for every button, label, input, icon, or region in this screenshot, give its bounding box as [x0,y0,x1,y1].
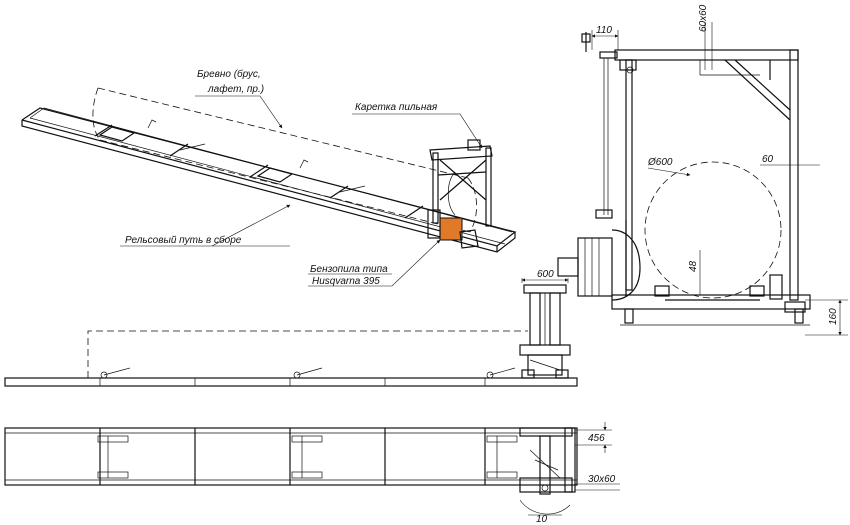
dim-label-dia600: Ø600 [647,157,673,168]
dim-label-110: 110 [596,25,612,36]
label-chainsaw-line1: Бензопила типа [310,264,388,275]
dim-label-60x60: 60x60 [698,4,709,32]
chainsaw-iso [439,217,463,241]
label-log-line1: Бревно (брус, [197,68,261,80]
portal-frame [581,32,799,301]
saw-carriage-iso [427,139,493,249]
dim-30x60 [575,483,620,491]
log-circle [644,161,782,299]
label-chainsaw-line2: Husqvarna 395 [312,276,380,287]
carriage-plan [519,427,576,495]
dim-label-600: 600 [537,269,554,280]
isometric-view: Бревно (брус, лафет, пр.) Каретка пильна… [21,68,517,287]
label-carriage: Каретка пильная [355,102,438,113]
label-rail: Рельсовый путь в сборе [125,234,242,246]
front-rail [611,274,811,326]
iso-leaders [120,95,483,287]
dim-label-456: 456 [588,433,605,444]
side-clamps [100,367,516,379]
dim-10 [519,499,571,516]
log-outline [92,87,477,233]
side-elevation: 600 [4,269,578,387]
dim-160 [805,299,848,336]
plan-view: 456 30x60 10 [4,422,620,525]
dim-label-48: 48 [688,260,699,272]
label-log-line2: лафет, пр.) [207,83,264,95]
plan-clamps [97,435,518,479]
dim-60 [760,160,820,170]
dim-label-30x60: 30x60 [588,474,616,485]
dim-label-10: 10 [536,514,548,525]
dim-456 [575,422,612,453]
front-view: Ø600 110 [557,4,848,336]
dim-600 [521,278,569,283]
dim-60x60 [704,22,713,70]
carriage-side [519,284,571,379]
rail-track-iso [21,107,517,253]
chainsaw-front [557,220,641,301]
dim-110 [591,30,619,50]
dim-label-60: 60 [762,154,774,165]
dim-label-160: 160 [828,308,839,325]
